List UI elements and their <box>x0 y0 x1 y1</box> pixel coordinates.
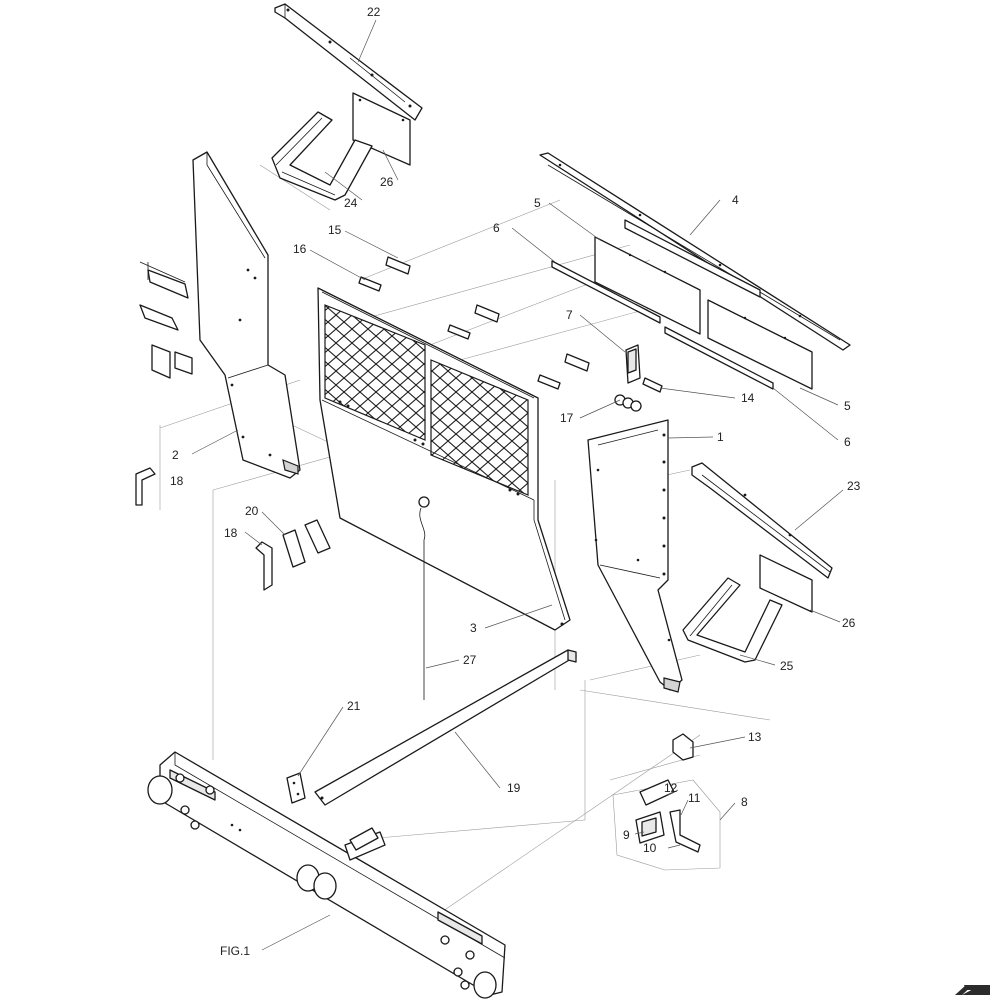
part-7-bracket <box>625 344 641 384</box>
part-24-left-bracket <box>271 111 373 201</box>
callout-6-lower: 6 <box>844 435 851 449</box>
part-17-nuts <box>614 394 642 412</box>
callout-3: 3 <box>470 621 477 635</box>
callout-7: 7 <box>566 308 573 322</box>
part-2-left-side-panel <box>192 151 301 479</box>
callout-14: 14 <box>741 391 755 405</box>
callout-12: 12 <box>664 781 678 795</box>
callout-25: 25 <box>780 659 794 673</box>
part-26-lower-rubber-flap <box>759 554 813 613</box>
callout-18-lower: 18 <box>224 526 238 540</box>
part-20-spacers <box>282 519 331 568</box>
part-23-right-cover <box>691 462 833 579</box>
leader-lines <box>191 19 844 951</box>
part-22-top-left-cover <box>274 3 423 121</box>
callout-2: 2 <box>172 448 179 462</box>
part-19-cross-bar <box>314 649 577 806</box>
callout-9: 9 <box>623 828 630 842</box>
part-21-mount-plate <box>286 772 306 804</box>
callout-8: 8 <box>741 795 748 809</box>
part-25-right-bracket <box>682 577 783 663</box>
callout-13: 13 <box>748 730 762 744</box>
callout-26-lower: 26 <box>842 616 856 630</box>
callout-16: 16 <box>293 242 307 256</box>
part-27-cable <box>419 507 426 700</box>
callout-11: 11 <box>688 791 701 805</box>
callout-labels: 22 26 24 4 5 6 15 16 7 14 17 5 6 1 23 26… <box>170 5 861 958</box>
part-13-cap <box>672 733 694 761</box>
callout-15: 15 <box>328 223 342 237</box>
hinge-plates <box>358 256 590 390</box>
part-3-main-grille-panel <box>317 287 571 631</box>
callout-6-upper: 6 <box>493 221 500 235</box>
callout-22: 22 <box>367 5 381 19</box>
part-18-handle <box>255 541 273 591</box>
part-5-rubber-strips <box>594 236 813 390</box>
callout-27: 27 <box>463 653 477 667</box>
callout-10: 10 <box>643 841 657 855</box>
brand-logo-icon <box>950 982 1000 1000</box>
part-8-latch-assembly <box>612 779 721 871</box>
part-1-right-side-panel <box>587 419 683 693</box>
callout-4: 4 <box>732 193 739 207</box>
part-4-upper-rail <box>539 152 851 351</box>
callout-18-upper: 18 <box>170 474 184 488</box>
callout-23: 23 <box>847 479 861 493</box>
callout-5-upper: 5 <box>534 196 541 210</box>
callout-26-upper: 26 <box>380 175 394 189</box>
main-frame-beam <box>147 751 506 999</box>
callout-17: 17 <box>560 411 574 425</box>
callout-19: 19 <box>507 781 521 795</box>
callout-24: 24 <box>344 196 358 210</box>
part-26-upper-rubber-flap <box>352 92 411 166</box>
callout-1: 1 <box>717 430 724 444</box>
callout-20: 20 <box>245 504 259 518</box>
callout-21: 21 <box>347 699 361 713</box>
part-14-bolt <box>642 377 663 393</box>
part-6-flat-bars <box>551 260 774 390</box>
callout-5-lower: 5 <box>844 399 851 413</box>
part-18-left-hook <box>135 467 156 506</box>
left-latch-assembly <box>139 261 193 379</box>
figure-label: FIG.1 <box>220 944 250 958</box>
